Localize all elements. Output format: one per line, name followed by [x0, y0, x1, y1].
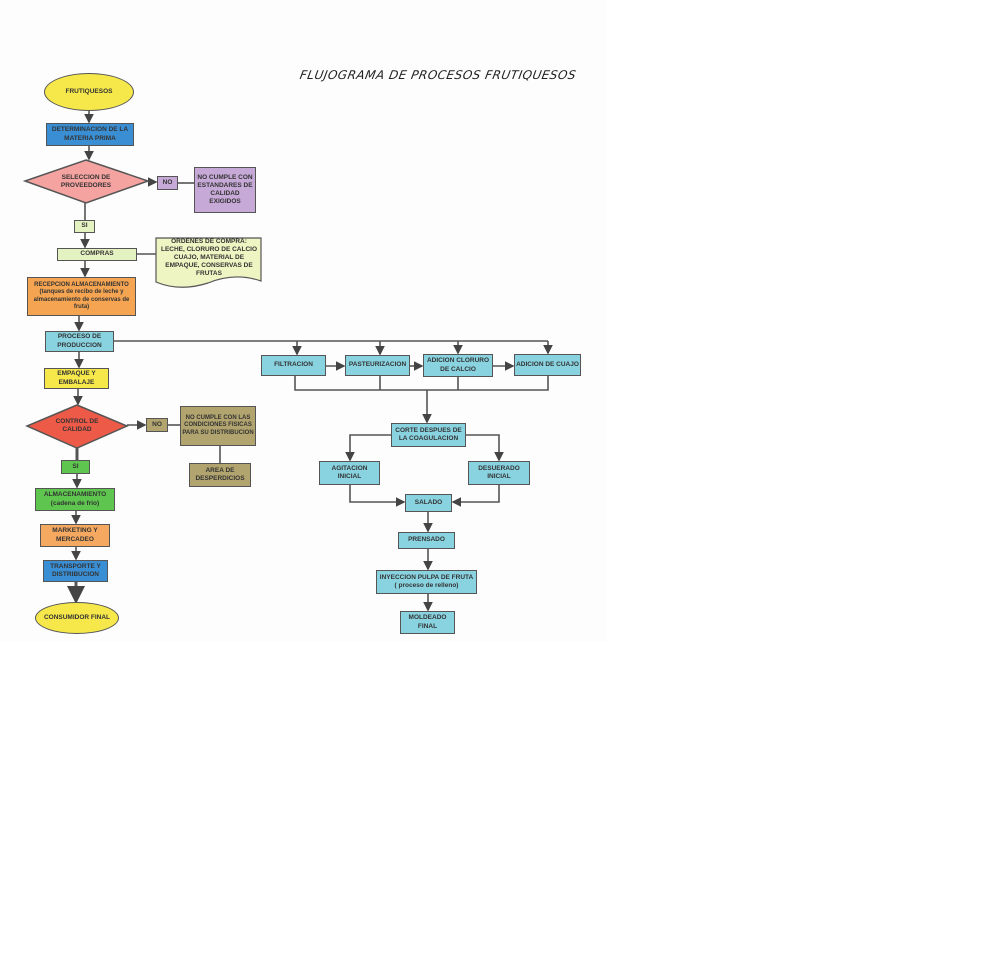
start-frutiquesos: FRUTIQUESOS — [44, 73, 134, 111]
transporte-box: TRANSPORTE Y DISTRIBUCION — [43, 560, 108, 582]
connector — [294, 376, 549, 391]
no-label-2: NO — [146, 418, 168, 432]
determinacion-box: DETERMINACION DE LA MATERIA PRIMA — [46, 123, 134, 146]
no-cumple-estandares-box: NO CUMPLE CON ESTANDARES DE CALIDAD EXIG… — [194, 167, 256, 213]
proceso-produccion-box: PROCESO DE PRODUCCION — [45, 331, 114, 352]
seleccion-label: SELECCION DE PROVEEDORES — [60, 173, 112, 189]
area-desperdicios-box: AREA DE DESPERDICIOS — [189, 463, 251, 487]
no-cumple-condiciones-box: NO CUMPLE CON LAS CONDICIONES FISICAS PA… — [180, 406, 256, 446]
compras-box: COMPRAS — [57, 248, 137, 261]
marketing-box: MARKETING Y MERCADEO — [40, 524, 110, 547]
salado-box: SALADO — [405, 494, 452, 512]
pasteurizacion-box: PASTEURIZACION — [345, 355, 410, 376]
empaque-box: EMPAQUE Y EMBALAJE — [44, 368, 109, 389]
desuerado-box: DESUERADO INICIAL — [468, 461, 530, 485]
seleccion-diamond — [22, 159, 151, 204]
moldeado-box: MOLDEADO FINAL — [400, 611, 455, 634]
inyeccion-box: INYECCION PULPA DE FRUTA ( proceso de re… — [376, 570, 477, 594]
adicion-cuajo-box: ADICION DE CUAJO — [514, 354, 581, 376]
control-diamond — [25, 404, 129, 449]
arrow — [466, 434, 504, 462]
almacenamiento-box: ALMACENAMIENTO (cadena de frio) — [35, 488, 115, 511]
ordenes-compra-document: ORDENES DE COMPRA: LECHE, CLORURO DE CAL… — [160, 237, 258, 278]
prensado-box: PRENSADO — [398, 532, 455, 549]
page-title: FLUJOGRAMA DE PROCESOS FRUTIQUESOS — [298, 68, 578, 82]
no-label-1: NO — [157, 176, 178, 190]
control-calidad-label: CONTROL DE CALIDAD — [55, 417, 99, 433]
arrow — [451, 485, 500, 507]
end-consumidor-final: CONSUMIDOR FINAL — [35, 602, 119, 634]
recepcion-box: RECEPCION ALMACENAMIENTO (tanques de rec… — [27, 277, 136, 316]
arrow — [349, 485, 406, 507]
arrow — [345, 434, 391, 462]
corte-box: CORTE DESPUES DE LA COAGULACION — [391, 423, 466, 447]
adicion-cloruro-box: ADICION CLORURO DE CALCIO — [423, 354, 493, 377]
si-label-1: SI — [74, 220, 95, 233]
filtracion-box: FILTRACION — [261, 355, 326, 376]
agitacion-box: AGITACION INICIAL — [319, 461, 380, 485]
si-label-2: SI — [61, 460, 90, 474]
ordenes-document-shape — [155, 237, 262, 288]
